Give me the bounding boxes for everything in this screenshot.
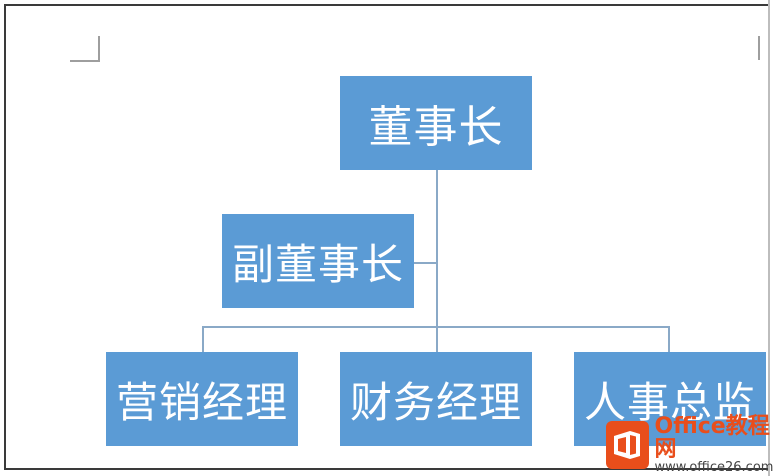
org-box-marketing-manager[interactable]: 营销经理 <box>106 352 298 446</box>
connector-left-drop <box>202 326 204 352</box>
org-box-vice-chairman[interactable]: 副董事长 <box>222 214 414 308</box>
watermark-url: www.office26.com <box>654 460 774 476</box>
page-edge <box>768 0 770 476</box>
margin-corner-mark <box>70 36 100 62</box>
connector-assistant <box>414 262 436 264</box>
org-box-finance-manager[interactable]: 财务经理 <box>340 352 532 446</box>
watermark-title: Office教程网 <box>654 414 770 463</box>
connector-right-drop <box>668 326 670 352</box>
connector-trunk <box>436 170 438 352</box>
margin-right-mark <box>758 36 760 60</box>
office-logo-icon <box>606 421 649 469</box>
org-box-chairman[interactable]: 董事长 <box>340 76 532 170</box>
connector-horizontal <box>202 326 670 328</box>
watermark: Office教程网 www.office26.com <box>606 414 776 476</box>
